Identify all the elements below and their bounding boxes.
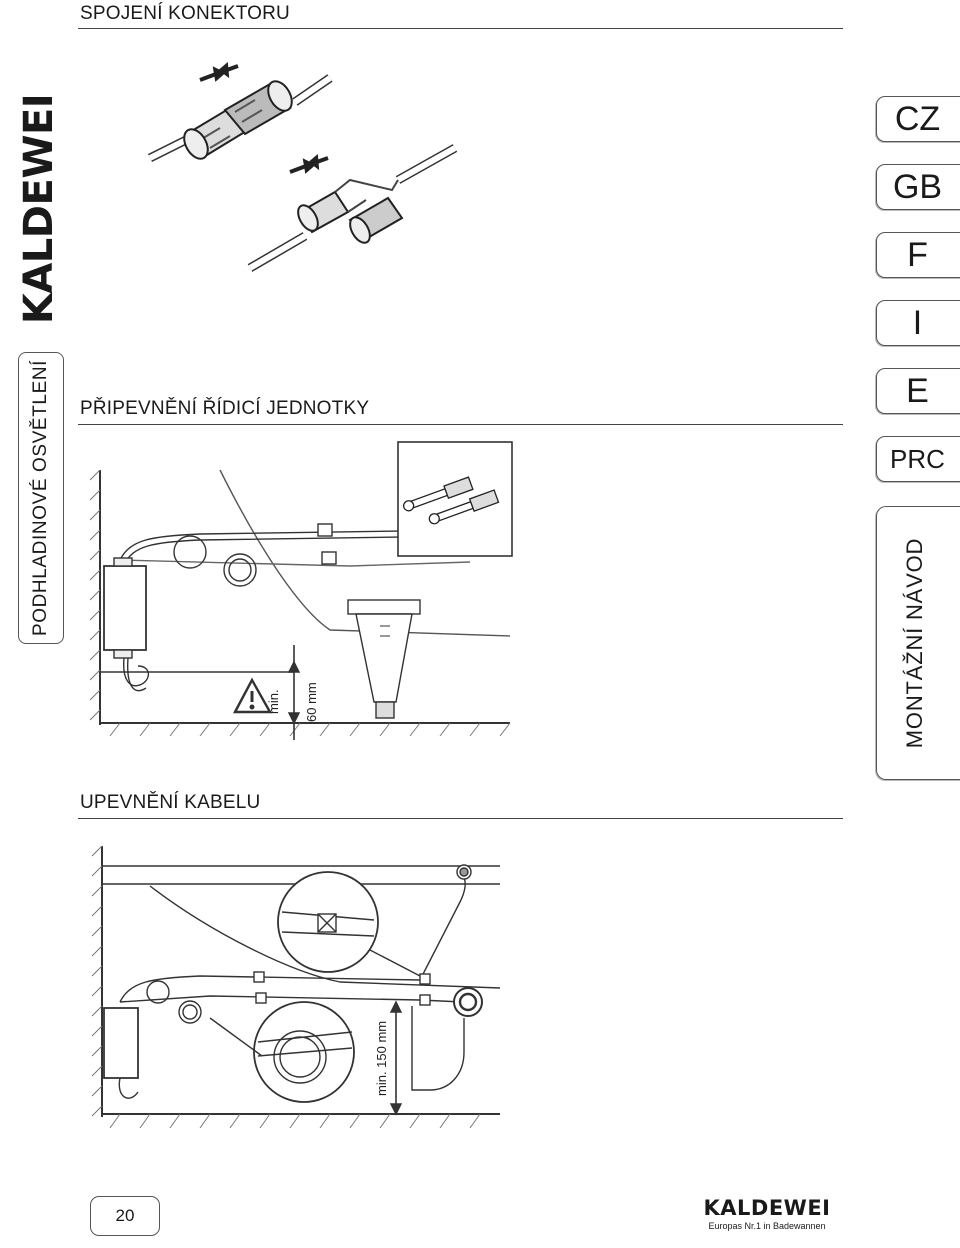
lang-tab-gb[interactable]: GB [876, 164, 960, 210]
section-rule [78, 818, 843, 819]
control-unit-box [103, 565, 147, 651]
drain-fitting [347, 599, 421, 719]
section-title-connector: SPOJENÍ KONEKTORU [80, 3, 290, 24]
brand-logo-vertical: KALDEWEI [16, 93, 63, 325]
category-label: PODHLADINOVÉ OSVĚTLENÍ [30, 359, 52, 637]
screw-detail-inset [397, 441, 513, 557]
section-title-cable: UPEVNĚNÍ KABELU [80, 792, 261, 813]
connector-open [297, 178, 404, 244]
lang-tab-prc[interactable]: PRC [876, 436, 960, 482]
section-rule [78, 424, 843, 425]
control-unit-diagram: min. 60 mm [90, 469, 511, 740]
screw-anchor [428, 489, 500, 525]
control-unit-box [103, 1007, 139, 1079]
lang-tab-cz[interactable]: CZ [876, 96, 960, 142]
section-rule [78, 28, 843, 29]
category-tab: PODHLADINOVÉ OSVĚTLENÍ [18, 352, 64, 644]
manual-tab: MONTÁŽNÍ NÁVOD [876, 506, 960, 780]
connector-diagram [147, 61, 458, 272]
footer-brand: KALDEWEI [703, 1196, 831, 1220]
lang-tab-i[interactable]: I [876, 300, 960, 346]
page-number: 20 [90, 1196, 160, 1236]
dimension-label-150mm: min. 150 mm [374, 1021, 389, 1096]
lang-tab-e[interactable]: E [876, 368, 960, 414]
screw-anchor [402, 476, 474, 512]
lang-tab-f[interactable]: F [876, 232, 960, 278]
section-title-control-unit: PŘIPEVNĚNÍ ŘÍDICÍ JEDNOTKY [80, 398, 370, 419]
dimension-label-60mm: 60 mm [304, 682, 319, 722]
connector-assembly [183, 80, 293, 160]
cable-fixing-diagram: min. 150 mm [91, 845, 501, 1129]
footer-claim: Europas Nr.1 in Badewannen [708, 1221, 826, 1231]
dimension-label-min: min. [266, 689, 281, 714]
footer-logo: KALDEWEI Europas Nr.1 in Badewannen [700, 1196, 834, 1231]
manual-label: MONTÁŽNÍ NÁVOD [902, 537, 928, 749]
